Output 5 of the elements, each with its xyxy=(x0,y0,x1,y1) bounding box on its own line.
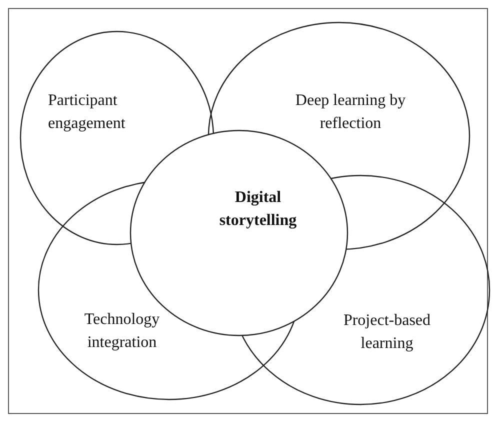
circle-label: Project-based learning xyxy=(342,311,432,354)
circle-label: Technology integration xyxy=(83,310,161,353)
circle-label: Deep learning by reflection xyxy=(294,91,407,134)
circle-label: Participant engagement xyxy=(48,91,126,134)
circle-label: Digital storytelling xyxy=(218,188,298,231)
